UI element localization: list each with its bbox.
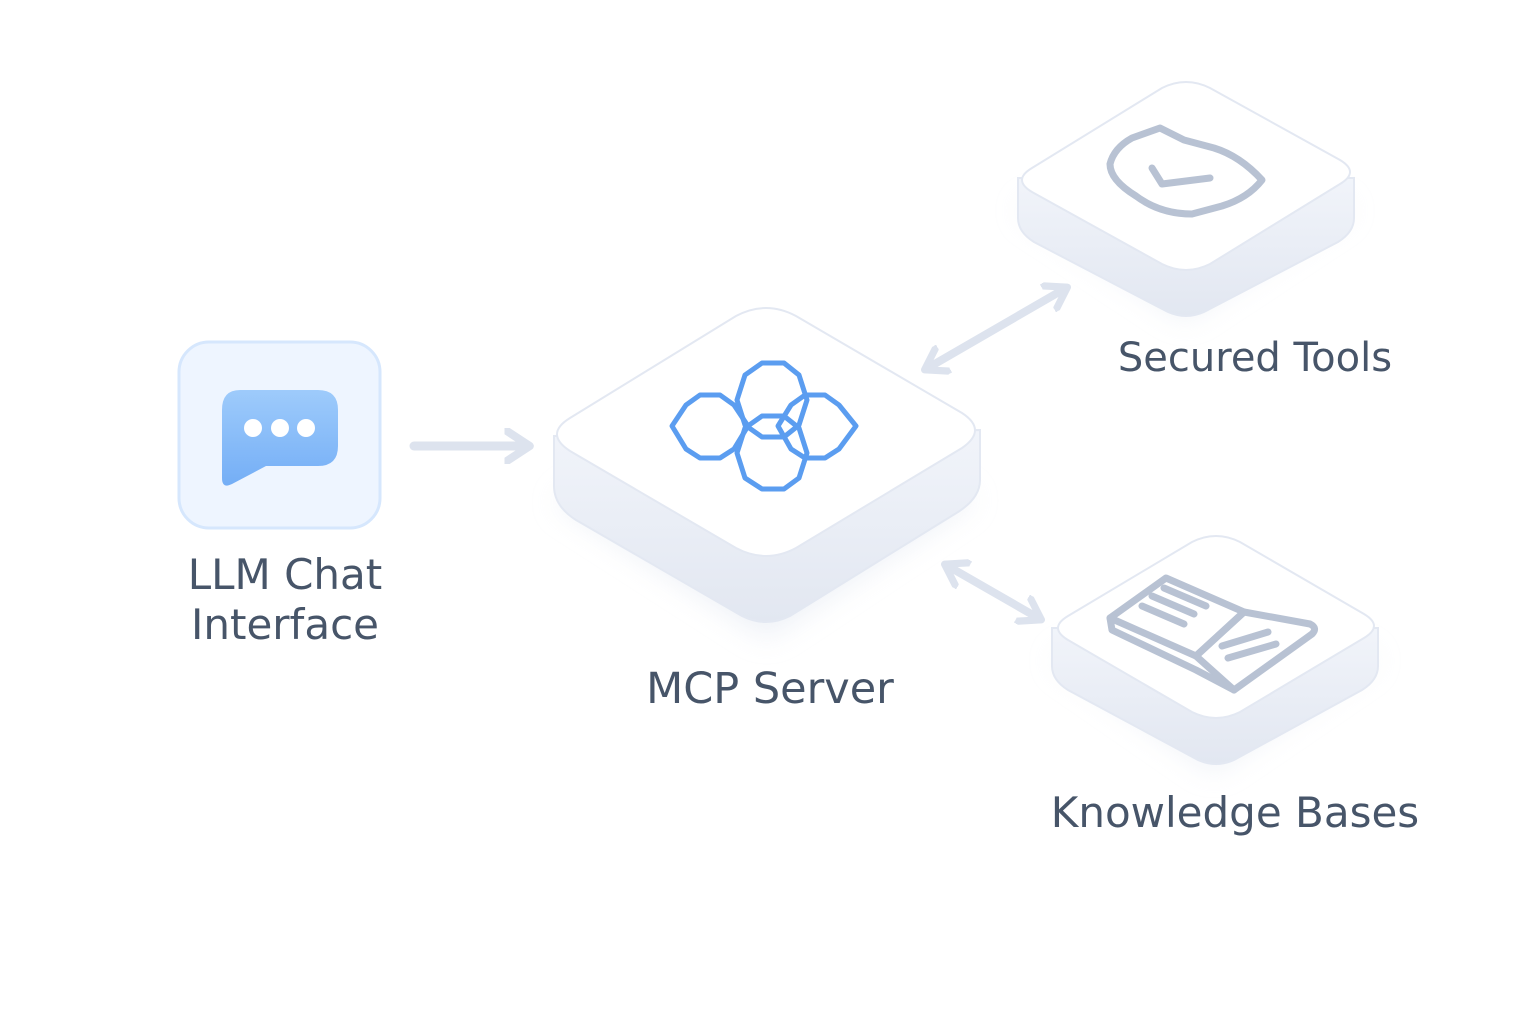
- mcp-server-tile-face: [556, 307, 976, 557]
- llm-chat-label-line2: Interface: [190, 599, 380, 649]
- shield-check-icon: [1106, 124, 1266, 218]
- chat-bubble-icon: [222, 390, 338, 486]
- knowledge-bases-node[interactable]: [1051, 535, 1379, 772]
- llm-chat-label: LLM Chat Interface: [160, 550, 410, 649]
- mcp-server-label: MCP Server: [646, 664, 894, 714]
- llm-chat-node[interactable]: [177, 340, 382, 530]
- secured-tools-node[interactable]: [1017, 81, 1355, 320]
- secured-tools-label: Secured Tools: [1117, 335, 1393, 381]
- arrow-mcp-knowledge: [946, 565, 1040, 619]
- mcp-server-node[interactable]: [553, 307, 981, 638]
- secured-tools-tile-face: [1021, 81, 1351, 271]
- arrow-mcp-tools: [926, 288, 1066, 369]
- llm-chat-label-line1: LLM Chat: [187, 550, 383, 599]
- knowledge-bases-tile-face: [1057, 535, 1375, 719]
- hexagon-network-icon: [669, 360, 859, 492]
- open-book-icon: [1106, 574, 1319, 694]
- knowledge-bases-label: Knowledge Bases: [1050, 788, 1420, 837]
- connection-arrows: [409, 288, 1066, 619]
